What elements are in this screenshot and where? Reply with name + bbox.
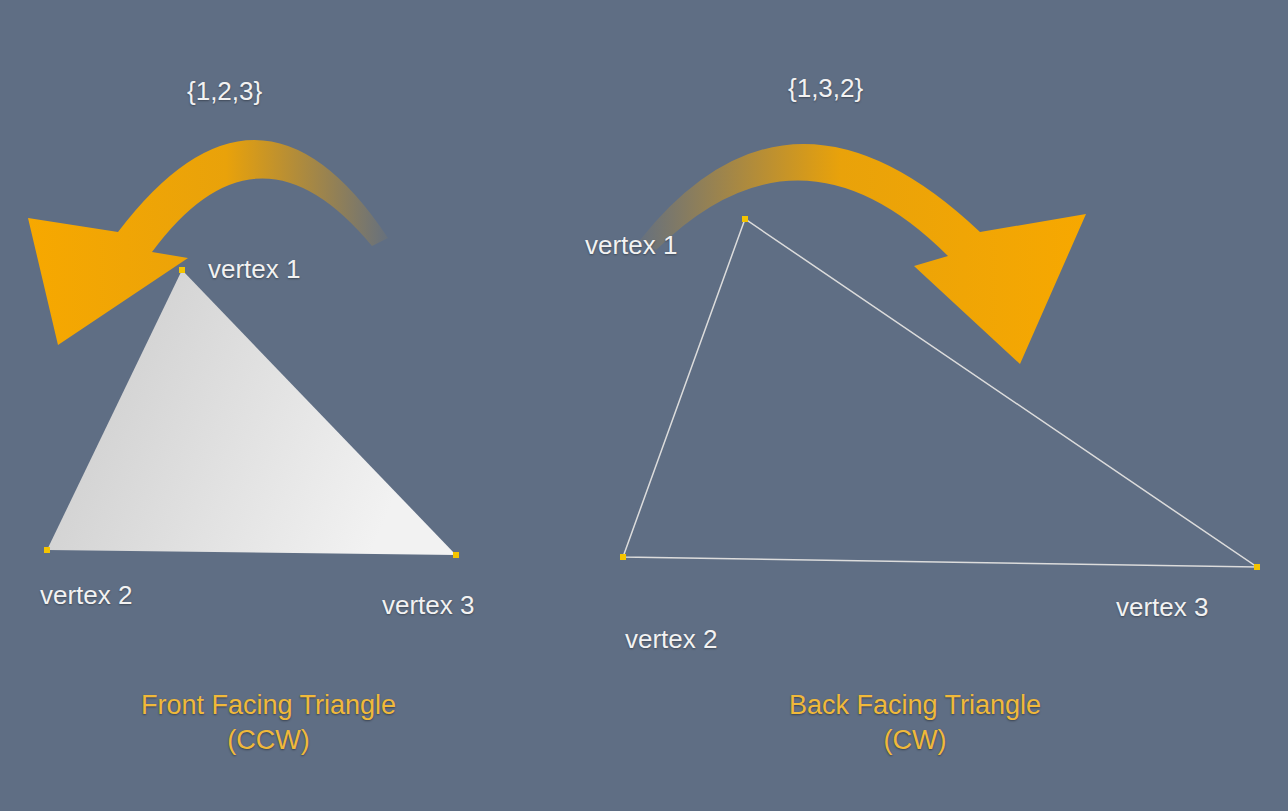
vertex-label: vertex 2 [625,624,718,655]
triangle-caption: Front Facing Triangle (CCW) [120,688,417,758]
vertex-label: vertex 1 [585,230,678,261]
front-triangle [47,270,456,555]
vertex-order: {1,3,2} [788,73,863,104]
vertex-label: vertex 1 [208,254,301,285]
back-triangle [623,219,1257,567]
vertex-label: vertex 3 [382,590,475,621]
vertex-label: vertex 2 [40,580,133,611]
vertex-order: {1,2,3} [187,76,262,107]
vertex-dots [44,216,1260,570]
cw-arrow [640,144,1086,364]
vertex-label: vertex 3 [1116,592,1209,623]
triangle-caption: Back Facing Triangle (CW) [776,688,1054,758]
